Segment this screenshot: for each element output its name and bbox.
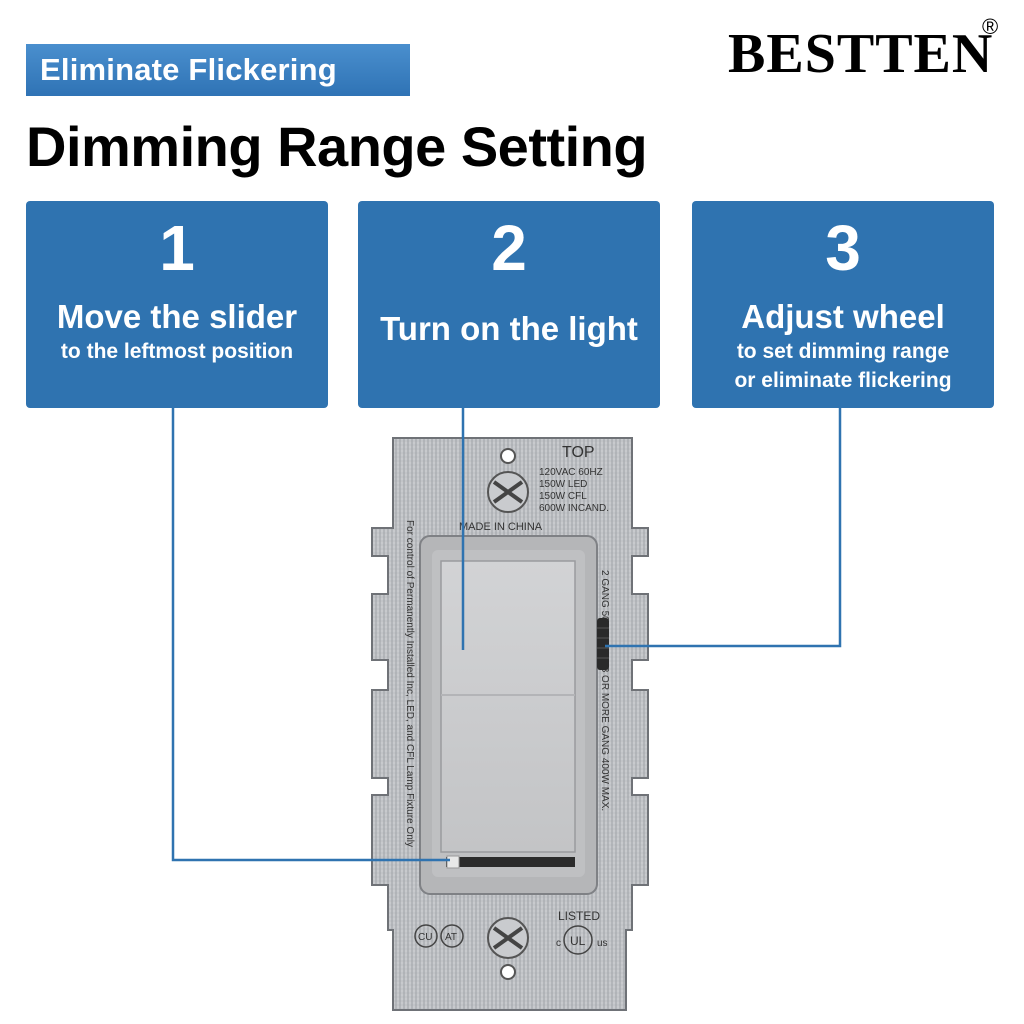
- rating-line: 150W CFL: [539, 491, 587, 502]
- origin-label: MADE IN CHINA: [459, 521, 543, 533]
- switch-bezel: [419, 535, 598, 895]
- registered-mark: ®: [982, 14, 1000, 39]
- connector-line-step-3: [605, 408, 842, 648]
- slider-track: [446, 857, 575, 867]
- step-number: 2: [491, 212, 527, 284]
- bottom-screw-icon: [487, 917, 529, 959]
- switch-inner-frame: [432, 550, 585, 877]
- step-title: Move the slider: [56, 298, 298, 335]
- ul-c: c: [556, 938, 561, 949]
- eliminate-flickering-tag: Eliminate Flickering: [26, 44, 410, 96]
- listed-label: LISTED: [558, 909, 600, 923]
- step-subtitle: or eliminate flickering: [734, 369, 952, 392]
- brand-logo: BESTTEN ®: [728, 14, 998, 92]
- step-number: 1: [159, 212, 195, 284]
- step-card-1: 1 Move the slider to the leftmost positi…: [26, 201, 328, 408]
- ul-mark: UL: [570, 934, 586, 948]
- cert-icons: CU AT: [414, 924, 464, 948]
- ul-us: us: [597, 938, 608, 949]
- step-title: Adjust wheel: [741, 298, 945, 335]
- left-side-text: For control of Permanently Installed Inc…: [404, 520, 415, 847]
- top-hole-icon: [500, 448, 516, 464]
- rating-line: 120VAC 60HZ: [539, 467, 603, 478]
- brand-name: BESTTEN: [728, 23, 994, 85]
- bottom-hole-icon: [500, 964, 516, 980]
- cert-at-label: AT: [445, 932, 457, 943]
- rating-line: 600W INCAND.: [539, 503, 609, 514]
- rocker-paddle[interactable]: [440, 560, 576, 853]
- step-subtitle: to the leftmost position: [60, 340, 294, 363]
- rating-line: 150W LED: [539, 479, 587, 490]
- right-side-text: 2 GANG 500W MAX. 3 OR MORE GANG 400W MAX…: [599, 570, 610, 811]
- cert-cu-label: CU: [418, 932, 432, 943]
- top-label: TOP: [562, 444, 595, 461]
- top-screw-icon: [487, 471, 529, 513]
- mounting-strap: [371, 437, 649, 1011]
- adjust-wheel-icon[interactable]: [597, 618, 609, 670]
- step-number: 3: [825, 212, 861, 284]
- step-card-3: 3 Adjust wheel to set dimming range or e…: [692, 201, 994, 408]
- step-subtitle: to set dimming range: [736, 340, 950, 363]
- connector-line-step-1: [171, 408, 450, 862]
- step-card-2: 2 Turn on the light: [358, 201, 660, 408]
- step-title: Turn on the light: [380, 310, 638, 347]
- slider-knob[interactable]: [446, 855, 460, 869]
- ul-listed-icon: UL c us: [556, 925, 608, 955]
- page-title: Dimming Range Setting: [26, 115, 648, 178]
